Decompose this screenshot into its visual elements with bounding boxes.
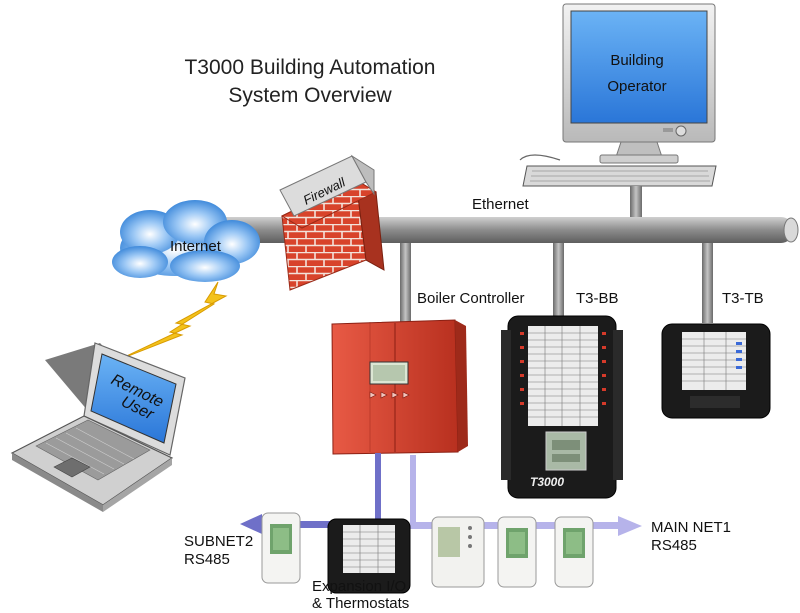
boiler-controller-label: Boiler Controller bbox=[417, 290, 525, 307]
remote-user-laptop bbox=[10, 342, 186, 512]
mainnet1-label-line1: MAIN NET1 bbox=[651, 519, 732, 536]
subnet2-label: SUBNET2 RS485 bbox=[184, 533, 253, 569]
t3bb-drop-line bbox=[553, 243, 564, 318]
thermostat-main-3 bbox=[554, 516, 594, 588]
expansion-label-line2: & Thermostats bbox=[312, 595, 410, 612]
diagram-title: T3000 Building Automation System Overvie… bbox=[150, 54, 470, 110]
subnet2-label-line1: SUBNET2 bbox=[184, 533, 254, 550]
boiler-buttons bbox=[369, 391, 410, 399]
operator-label-line2: Operator bbox=[607, 78, 667, 95]
boiler-drop-line bbox=[400, 243, 411, 323]
t3tb-drop-line bbox=[702, 243, 713, 323]
t3tb-controller bbox=[661, 323, 771, 419]
t3bb-label: T3-BB bbox=[576, 290, 619, 307]
mouse-cable bbox=[519, 154, 561, 161]
building-operator-label: Building Operator bbox=[592, 52, 682, 96]
t3tb-label: T3-TB bbox=[722, 290, 764, 307]
boiler-mainnet-drop bbox=[410, 455, 416, 527]
boiler-controller-cabinet bbox=[331, 319, 468, 455]
expansion-io-module bbox=[327, 518, 411, 594]
expansion-label-line1: Expansion I/O bbox=[312, 578, 407, 595]
title-line-1: T3000 Building Automation bbox=[184, 56, 436, 79]
mainnet1-label-line2: RS485 bbox=[651, 537, 697, 554]
thermostat-subnet bbox=[261, 512, 301, 584]
mainnet1-label: MAIN NET1 RS485 bbox=[651, 519, 731, 555]
monitor-screen bbox=[570, 10, 708, 124]
ethernet-label: Ethernet bbox=[472, 196, 529, 213]
keyboard-keys bbox=[530, 170, 710, 182]
internet-label: Internet bbox=[170, 238, 221, 255]
t3bb-display bbox=[545, 431, 587, 471]
laptop-touchpad bbox=[53, 457, 91, 478]
thermostat-main-1 bbox=[431, 516, 485, 588]
firewall bbox=[279, 154, 385, 291]
title-line-2: System Overview bbox=[228, 84, 392, 107]
t3bb-logo-text: T3000 bbox=[530, 475, 564, 489]
mainnet1-arrow bbox=[618, 516, 642, 536]
subnet2-arrow bbox=[240, 514, 262, 534]
t3bb-controller bbox=[501, 315, 623, 499]
thermostat-main-2 bbox=[497, 516, 537, 588]
expansion-io-label: Expansion I/O & Thermostats bbox=[312, 578, 409, 612]
operator-label-line1: Building bbox=[610, 52, 664, 69]
building-operator-workstation bbox=[519, 3, 717, 187]
subnet2-label-line2: RS485 bbox=[184, 551, 230, 568]
operator-drop-line bbox=[630, 186, 642, 218]
laptop-screen bbox=[90, 353, 177, 444]
lightning-bolt bbox=[117, 281, 228, 361]
boiler-subnet-drop bbox=[375, 453, 381, 525]
internet-cloud bbox=[112, 200, 260, 282]
